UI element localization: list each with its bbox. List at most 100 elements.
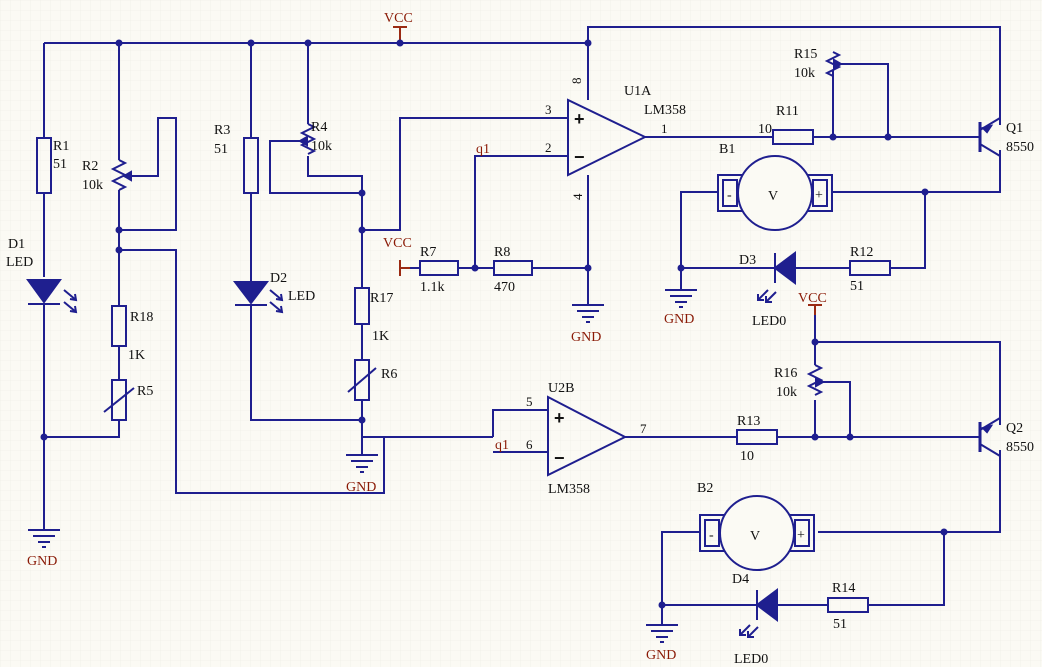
b1-symbol: V — [768, 189, 778, 204]
u2b-ref: U2B — [548, 381, 574, 396]
b1-minus: - — [727, 188, 732, 203]
u2b-value: LM358 — [548, 482, 590, 497]
r17-value: 1K — [372, 329, 389, 344]
r1-value: 51 — [53, 157, 67, 172]
q2-value: 8550 — [1006, 440, 1034, 455]
r4-value: 10k — [311, 139, 332, 154]
resistor-r1 — [36, 137, 52, 194]
d4-ref: D4 — [732, 572, 749, 587]
r8-value: 470 — [494, 280, 515, 295]
resistor-r12 — [849, 260, 891, 276]
u1a-pin-4: 4 — [570, 193, 585, 200]
gnd-label-5: GND — [646, 648, 676, 663]
u2b-minus: − — [554, 448, 565, 468]
resistor-r14 — [827, 597, 869, 613]
r18-ref: R18 — [130, 310, 153, 325]
d1-ref: D1 — [8, 237, 25, 252]
u2b-plus: + — [554, 408, 565, 428]
opamp-u2b — [547, 395, 628, 477]
d2-ref: D2 — [270, 271, 287, 286]
motor-b2 — [699, 495, 815, 571]
gnd-symbol-5 — [646, 624, 678, 643]
u1a-pin-2: 2 — [545, 140, 552, 155]
r3-ref: R3 — [214, 123, 230, 138]
q1-value: 8550 — [1006, 140, 1034, 155]
r13-value: 10 — [740, 449, 754, 464]
junctions — [40, 39, 948, 609]
led-d1 — [26, 279, 78, 314]
opamp-u1a — [567, 98, 648, 177]
d3-ref: D3 — [739, 253, 756, 268]
gnd-label-1: GND — [27, 554, 57, 569]
r4-ref: R4 — [311, 120, 327, 135]
u1a-ref: U1A — [624, 84, 652, 99]
u2b-pin-6: 6 — [526, 437, 533, 452]
r3-value: 51 — [214, 142, 228, 157]
gnd-symbol-3 — [572, 304, 604, 323]
r7-value: 1.1k — [420, 280, 445, 295]
r17-ref: R17 — [370, 291, 393, 306]
led-d4 — [739, 588, 778, 638]
q2-ref: Q2 — [1006, 421, 1023, 436]
motor-b1 — [717, 155, 833, 231]
gnd-label-4: GND — [664, 312, 694, 327]
r5-ref: R5 — [137, 384, 153, 399]
vcc-label-top: VCC — [384, 11, 413, 26]
gnd-label-3: GND — [571, 330, 601, 345]
r18-value: 1K — [128, 348, 145, 363]
r7-ref: R7 — [420, 245, 436, 260]
transistor-q1 — [975, 108, 1001, 160]
b1-ref: B1 — [719, 142, 735, 157]
d4-value: LED0 — [734, 652, 768, 667]
u2b-pin-7: 7 — [640, 421, 647, 436]
resistor-r7 — [419, 260, 459, 276]
d3-value: LED0 — [752, 314, 786, 329]
q1-ref: Q1 — [1006, 121, 1023, 136]
resistor-r18 — [111, 305, 127, 347]
resistor-r8 — [493, 260, 533, 276]
r16-value: 10k — [776, 385, 797, 400]
b1-plus: + — [815, 188, 823, 203]
r6-ref: R6 — [381, 367, 397, 382]
u1a-pin-1: 1 — [661, 121, 668, 136]
b2-ref: B2 — [697, 481, 713, 496]
u1a-pin-8: 8 — [569, 78, 584, 85]
u1a-minus: − — [574, 147, 585, 167]
transistor-q2 — [975, 412, 1001, 460]
vcc-label-r7: VCC — [383, 236, 412, 251]
gnd-label-2: GND — [346, 480, 376, 495]
gnd-symbol-1 — [28, 529, 60, 548]
r8-ref: R8 — [494, 245, 510, 260]
potentiometer-r15 — [824, 51, 844, 77]
r13-ref: R13 — [737, 414, 760, 429]
r14-ref: R14 — [832, 581, 855, 596]
labels: VCC VCC VCC GND GND GND GND GND q1 q1 R1… — [6, 11, 1034, 667]
resistor-r13 — [736, 429, 778, 445]
r14-value: 51 — [833, 617, 847, 632]
vcc-label-r16: VCC — [798, 291, 827, 306]
net-label-q1-u1: q1 — [476, 142, 490, 157]
potentiometer-r4 — [297, 123, 317, 155]
potentiometer-r2 — [110, 159, 132, 191]
r11-value: 10 — [758, 122, 772, 137]
d2-value: LED — [288, 289, 315, 304]
resistor-r11 — [772, 129, 814, 145]
gnd-symbol-2 — [346, 454, 378, 473]
r2-ref: R2 — [82, 159, 98, 174]
r15-value: 10k — [794, 66, 815, 81]
potentiometer-r16 — [806, 364, 826, 396]
thermistor-r5 — [103, 379, 135, 421]
u1a-plus: + — [574, 109, 585, 129]
net-label-q1-u2: q1 — [495, 438, 509, 453]
resistor-r17 — [354, 287, 370, 325]
resistor-r3 — [243, 137, 259, 194]
b2-minus: - — [709, 528, 714, 543]
r12-ref: R12 — [850, 245, 873, 260]
wires — [43, 26, 1001, 625]
power-ports — [393, 26, 822, 315]
r2-value: 10k — [82, 178, 103, 193]
r11-ref: R11 — [776, 104, 799, 119]
gnd-symbol-4 — [665, 289, 697, 308]
